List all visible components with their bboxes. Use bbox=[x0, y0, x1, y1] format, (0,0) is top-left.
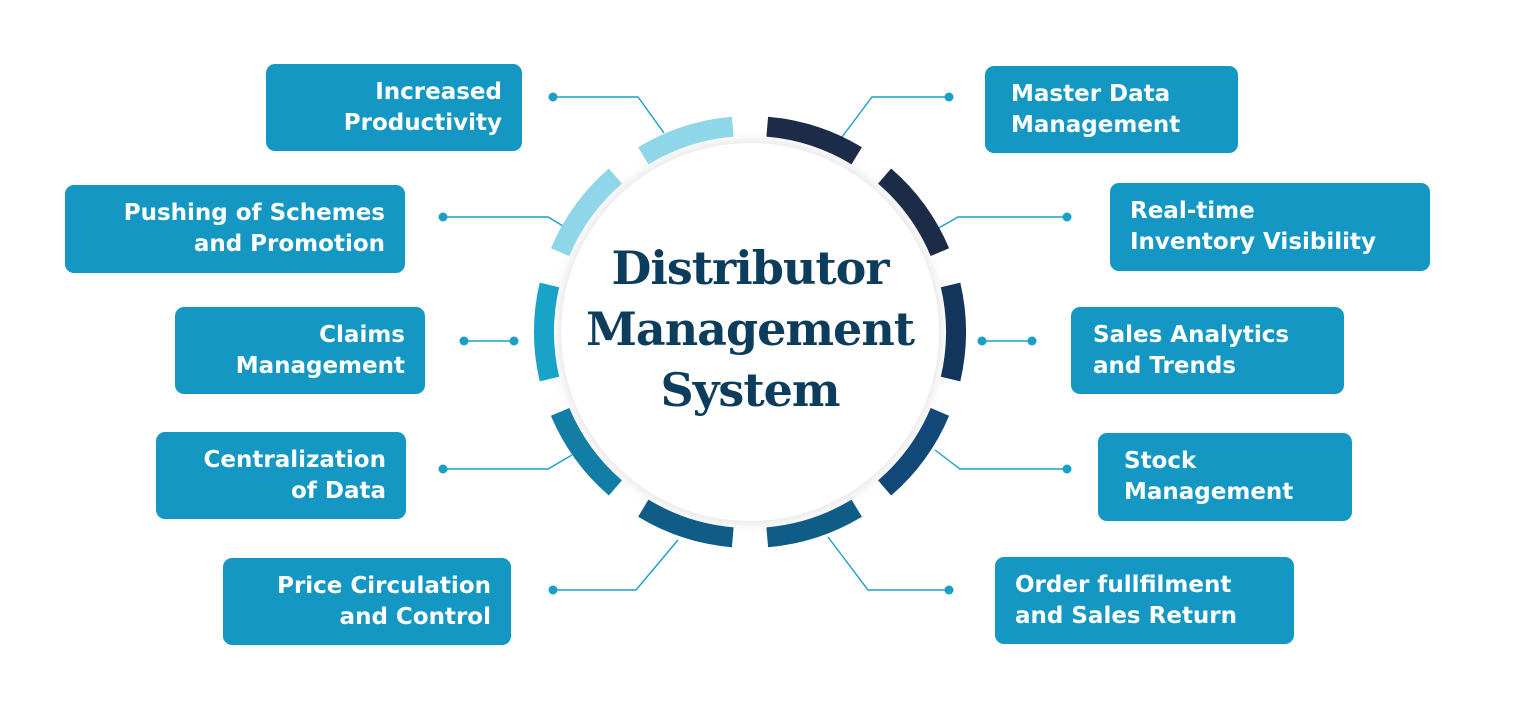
ring-segment-right-4 bbox=[877, 407, 950, 496]
box-claims-management: Claims Management bbox=[175, 307, 425, 394]
connector-dot bbox=[944, 92, 954, 102]
ring-segment-left-1 bbox=[638, 116, 734, 165]
ring-segment-right-2 bbox=[877, 168, 950, 257]
box-label-line: Increased bbox=[375, 78, 502, 105]
box-label-line: and Sales Return bbox=[1015, 602, 1238, 629]
box-master-data-management: Master Data Management bbox=[985, 66, 1238, 153]
connector-centralization-data bbox=[443, 454, 573, 470]
box-label-line: Management bbox=[1011, 111, 1181, 138]
connector-dot bbox=[548, 92, 558, 102]
connector-dot bbox=[977, 336, 987, 346]
connector-dot bbox=[438, 212, 448, 222]
ring-segment-left-2 bbox=[550, 168, 623, 257]
ring-segment-left-3 bbox=[534, 282, 560, 382]
ring-segment-left-4 bbox=[550, 407, 623, 496]
box-label-line: Management bbox=[1124, 479, 1294, 505]
box-label-line: Stock bbox=[1124, 448, 1197, 474]
connector-dot bbox=[1062, 464, 1072, 474]
center-title-line-3: System bbox=[660, 363, 840, 417]
connector-dot bbox=[1062, 212, 1072, 222]
connector-order-fulfilment bbox=[827, 536, 949, 591]
connector-price-circulation bbox=[553, 539, 679, 591]
box-label-line: Sales Analytics bbox=[1093, 321, 1290, 348]
connector-master-data bbox=[841, 96, 949, 138]
connector-dot bbox=[548, 585, 558, 595]
box-real-time-inventory-visibility: Real-time Inventory Visibility bbox=[1110, 183, 1430, 271]
box-label-line: Pushing of Schemes bbox=[123, 200, 385, 226]
box-sales-analytics-trends: Sales Analytics and Trends bbox=[1071, 307, 1344, 394]
connector-dot bbox=[944, 585, 954, 595]
box-label-line: Management bbox=[235, 352, 405, 379]
box-label-line: Order fullfilment bbox=[1015, 571, 1232, 598]
connector-dot bbox=[459, 336, 469, 346]
box-pushing-schemes-promotion: Pushing of Schemes and Promotion bbox=[65, 185, 405, 273]
connector-real-time-inventory bbox=[936, 216, 1067, 230]
box-price-circulation-control: Price Circulation and Control bbox=[223, 558, 511, 645]
box-increased-productivity: Increased Productivity bbox=[266, 64, 522, 151]
box-label-line: Centralization bbox=[203, 446, 386, 473]
connector-stock-management bbox=[934, 449, 1067, 470]
center-title: Distributor Management System bbox=[540, 238, 960, 421]
box-label-line: Productivity bbox=[343, 109, 502, 136]
box-order-fulfilment-sales-return: Order fullfilment and Sales Return bbox=[995, 557, 1294, 644]
box-label-line: and Trends bbox=[1093, 352, 1236, 379]
ring-segment-right-1 bbox=[766, 116, 862, 165]
box-label-line: Master Data bbox=[1011, 80, 1171, 107]
connector-pushing-schemes bbox=[443, 216, 569, 230]
ring-segment-right-3 bbox=[940, 282, 966, 382]
center-title-line-2: Management bbox=[585, 302, 915, 356]
box-label-line: Claims bbox=[319, 321, 405, 348]
box-label-line: of Data bbox=[291, 477, 386, 504]
connector-dot bbox=[1027, 336, 1037, 346]
connector-increased-productivity bbox=[553, 96, 665, 134]
inner-circle bbox=[561, 143, 939, 521]
box-label-line: Price Circulation bbox=[277, 572, 491, 599]
box-stock-management: Stock Management bbox=[1098, 433, 1352, 521]
box-label-line: Real-time bbox=[1130, 198, 1255, 224]
connector-dot bbox=[509, 336, 519, 346]
center-title-line-1: Distributor bbox=[611, 241, 890, 295]
connector-dot bbox=[438, 464, 448, 474]
box-centralization-of-data: Centralization of Data bbox=[156, 432, 406, 519]
ring-segment-right-5 bbox=[766, 499, 862, 548]
box-label-line: and Control bbox=[339, 603, 491, 630]
box-label-line: and Promotion bbox=[193, 231, 385, 257]
ring-segment-left-5 bbox=[638, 499, 734, 548]
box-label-line: Inventory Visibility bbox=[1130, 229, 1376, 255]
